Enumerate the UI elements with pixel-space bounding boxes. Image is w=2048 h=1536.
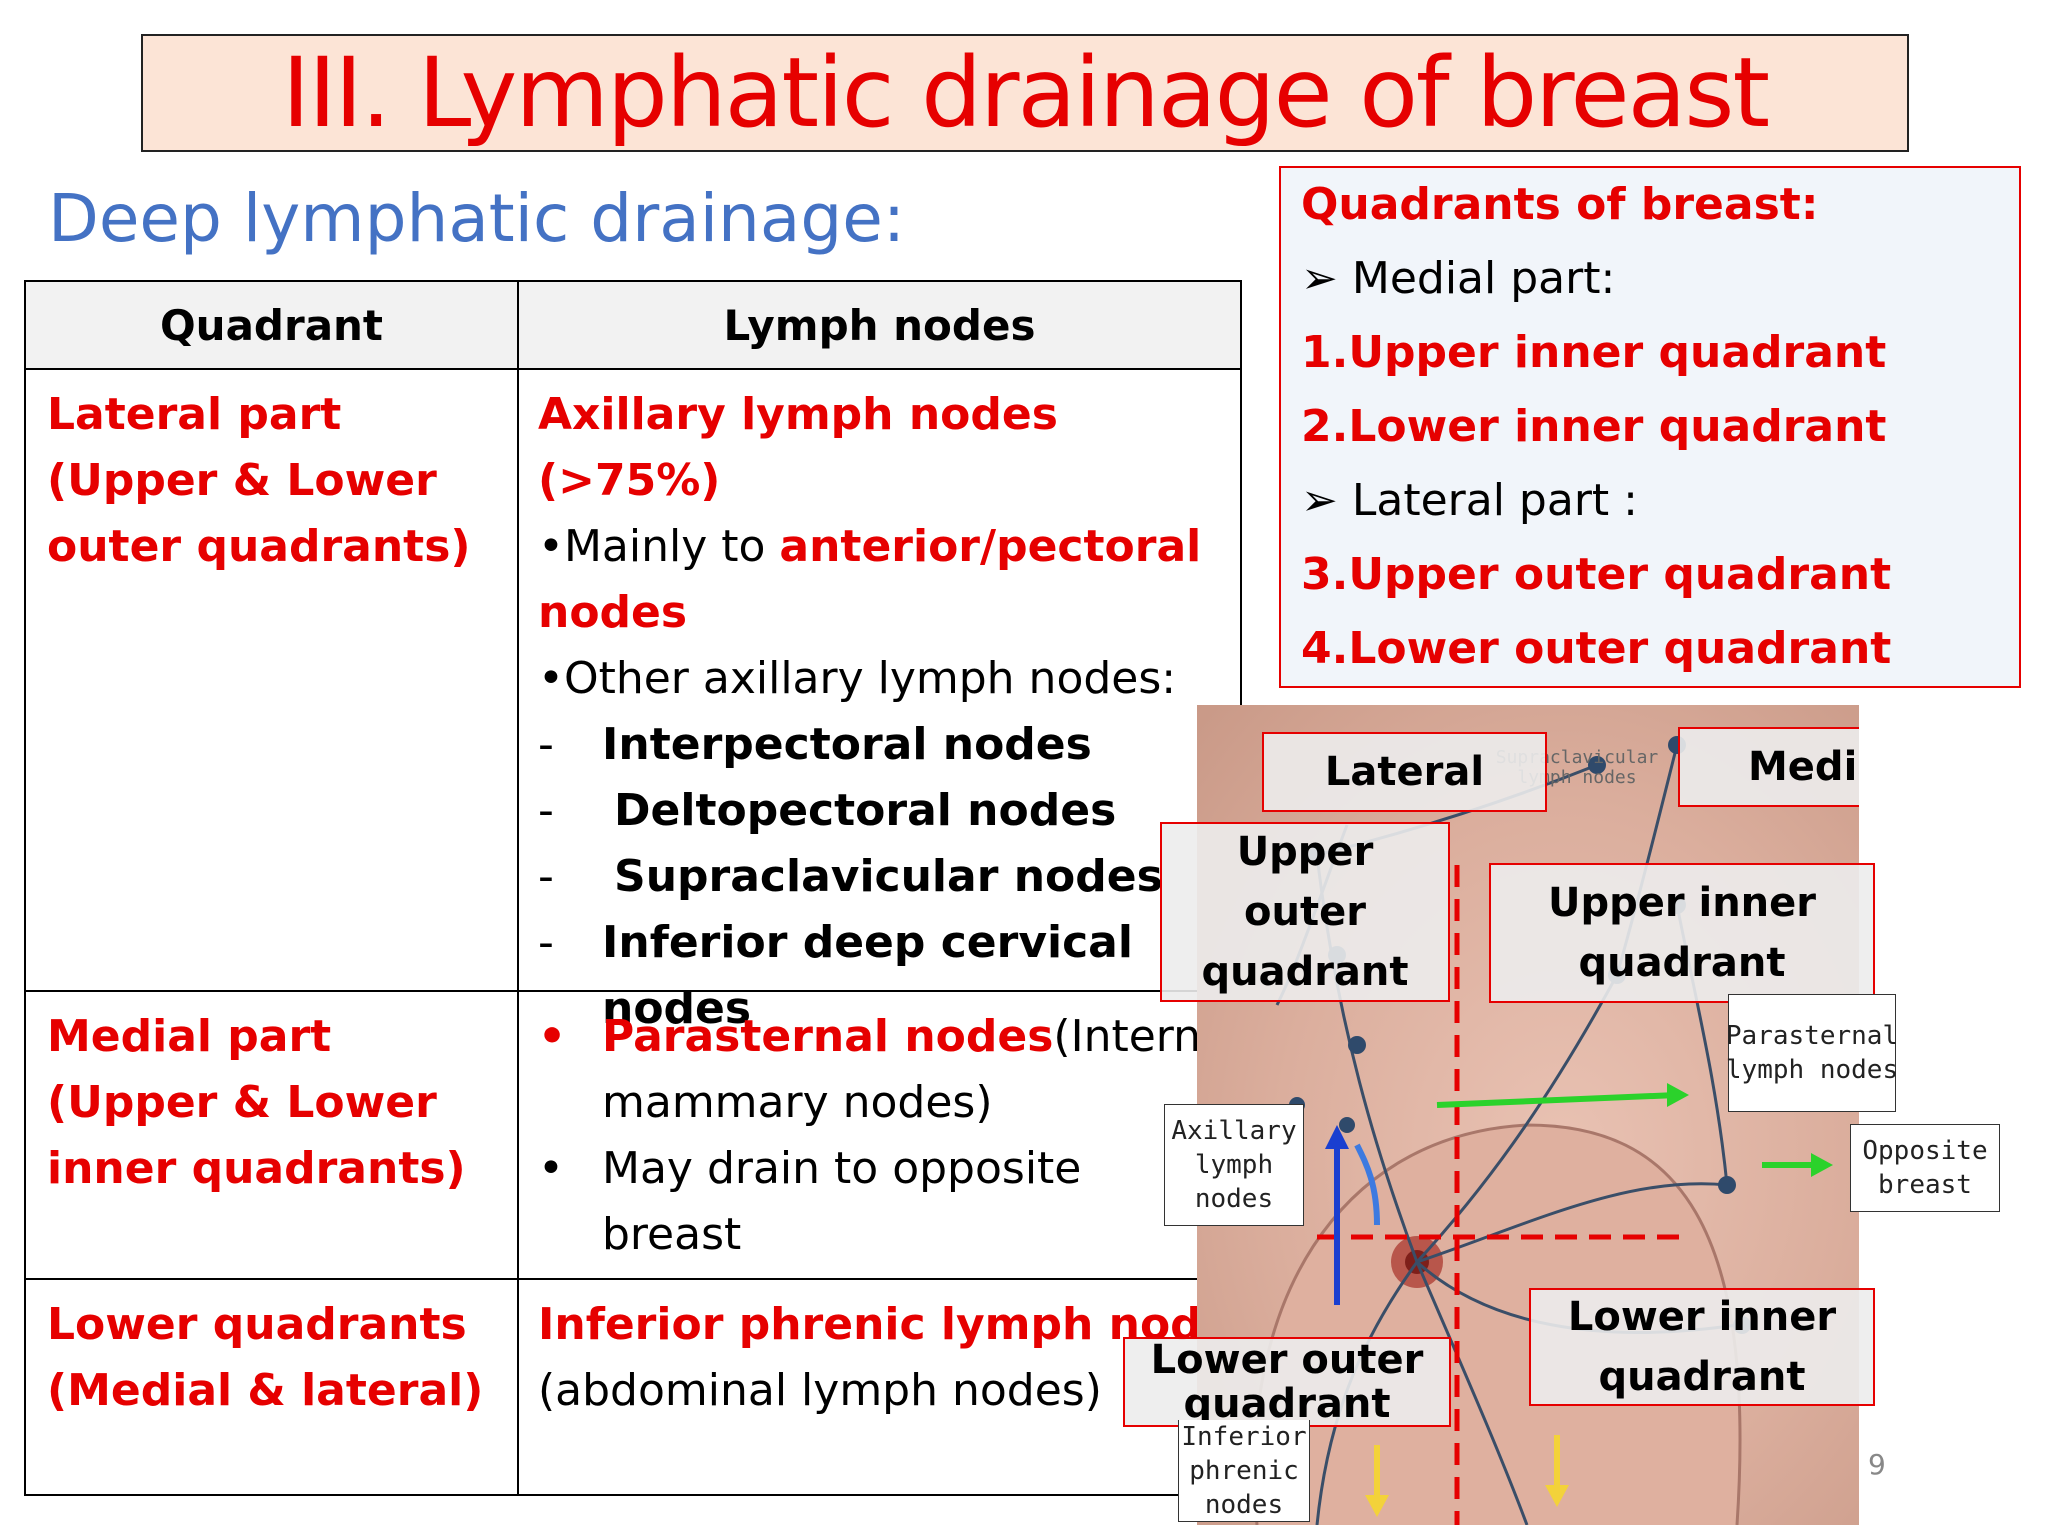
arrow-bullet-icon: ➢ — [1301, 475, 1338, 526]
arrow-bullet-icon: ➢ — [1301, 253, 1338, 304]
row-medial-nodes: •Parasternal nodes (Internal mammary nod… — [538, 1011, 1241, 1260]
subnode-item: -Inferior deep cervical — [538, 917, 1133, 968]
page-number: 9 — [1868, 1448, 1886, 1481]
slide-title: III. Lymphatic drainage of breast — [281, 37, 1770, 149]
row-lower-nodes: Inferior phrenic lymph nodes (abdominal … — [538, 1299, 1258, 1416]
label-lateral: Lateral — [1262, 732, 1547, 812]
row-medial-quadrant: Medial part (Upper & Lower inner quadran… — [47, 1011, 466, 1194]
section-subtitle: Deep lymphatic drainage: — [48, 180, 906, 257]
quadrants-box: Quadrants of breast: ➢ Medial part: 1.Up… — [1279, 166, 2021, 688]
title-banner: III. Lymphatic drainage of breast — [141, 34, 1909, 152]
row-lateral-nodes: Axillary lymph nodes (>75%) •Mainly to a… — [538, 382, 1238, 1042]
row-lateral-quadrant: Lateral part (Upper & Lower outer quadra… — [47, 389, 471, 572]
label-medial: Medial — [1678, 727, 1859, 807]
header-quadrant: Quadrant — [26, 282, 517, 368]
subnode-item: -Supraclavicular nodes — [538, 851, 1163, 902]
header-lymph-nodes: Lymph nodes — [519, 282, 1240, 368]
subnode-item: -Deltopectoral nodes — [538, 785, 1117, 836]
row-lower-quadrant: Lower quadrants (Medial & lateral) — [47, 1299, 484, 1416]
drainage-table: Quadrant Lymph nodes Lateral part (Upper… — [24, 280, 1258, 1496]
subnode-item: -Interpectoral nodes — [538, 719, 1092, 770]
